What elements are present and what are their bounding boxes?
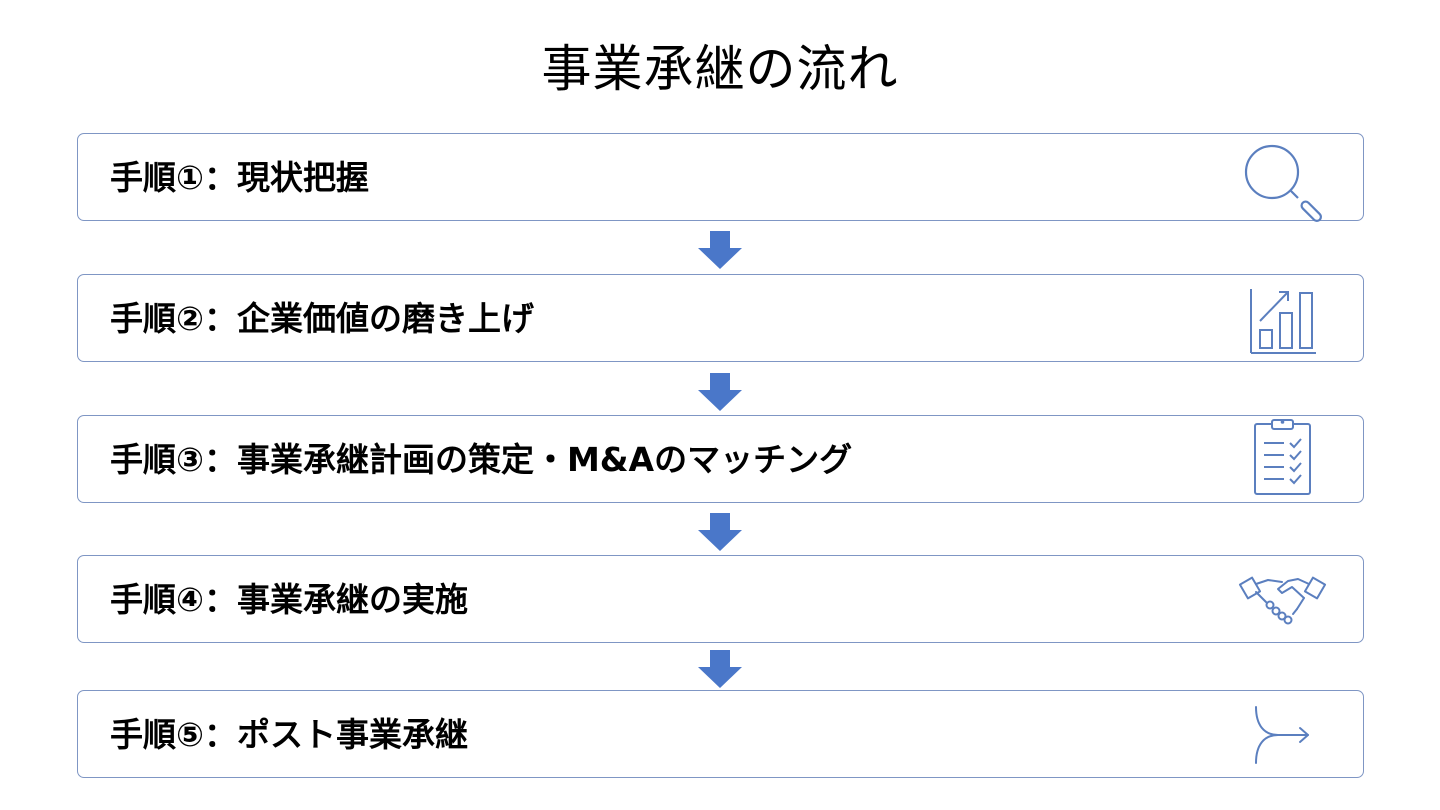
step-3-box: 手順③：事業承継計画の策定・M&Aのマッチング [77,415,1364,503]
step-5-box: 手順⑤：ポスト事業承継 [77,690,1364,778]
growth-chart-icon [1238,275,1328,363]
magnifier-icon [1236,134,1326,222]
step-1-box: 手順①：現状把握 [77,133,1364,222]
merge-arrow-icon [1238,691,1328,779]
step-3-label: 手順③：事業承継計画の策定・M&Aのマッチング [110,440,853,479]
step-5-label: 手順⑤：ポスト事業承継 [110,715,468,754]
step-2-box: 手順②：企業価値の磨き上げ [77,274,1364,362]
clipboard-checklist-icon [1238,416,1328,504]
step-2-label: 手順②：企業価値の磨き上げ [110,299,534,338]
flow-arrow-4 [698,650,742,688]
page-title: 事業承継の流れ [541,40,899,98]
step-4-label: 手順④：事業承継の実施 [110,580,468,619]
step-4-box: 手順④：事業承継の実施 [77,555,1364,643]
step-1-label: 手順①：現状把握 [110,158,369,197]
handshake-icon [1238,556,1328,644]
flow-arrow-2 [698,373,742,411]
flow-arrow-1 [698,231,742,269]
flow-arrow-3 [698,513,742,551]
